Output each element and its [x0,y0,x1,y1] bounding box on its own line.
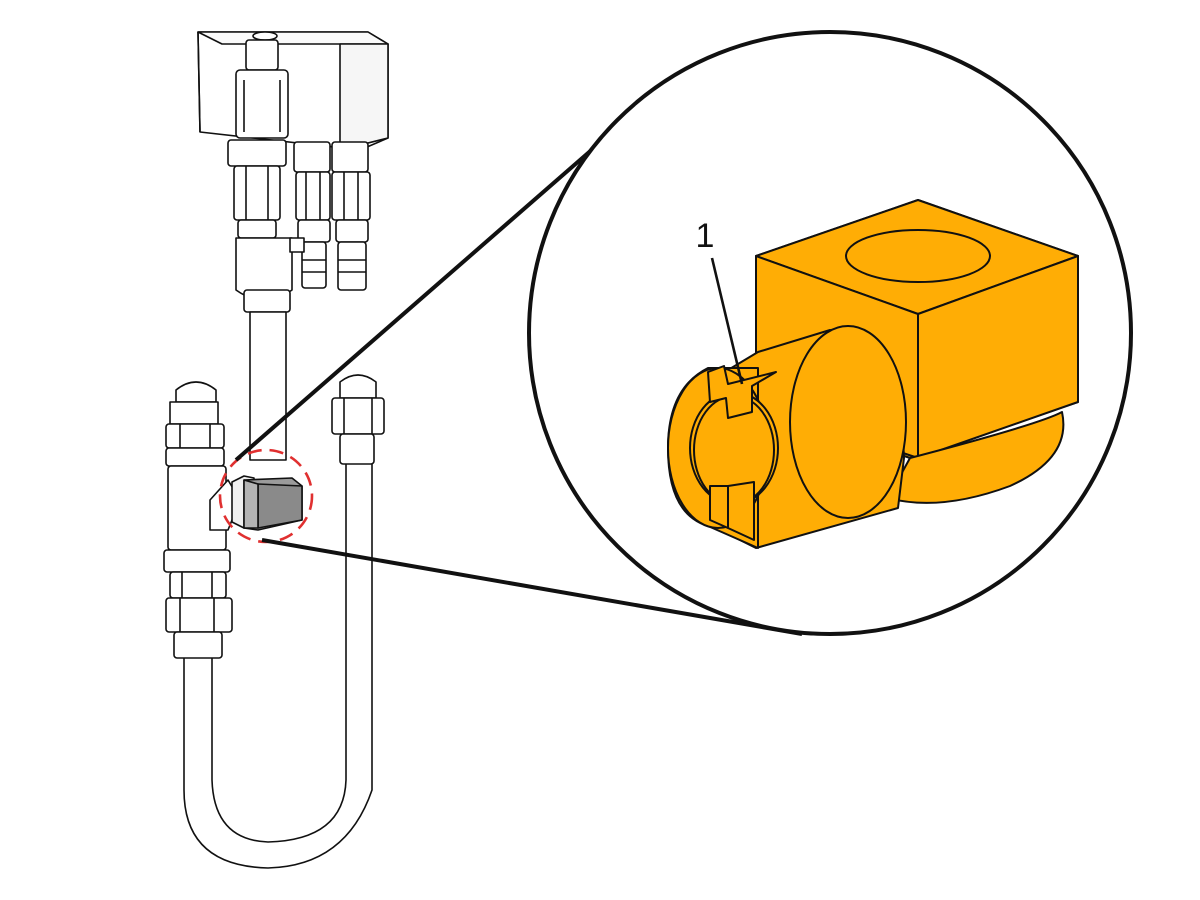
small-clip [289,237,305,253]
right-flare-fitting [331,374,385,465]
connector-on-tee [231,475,303,531]
magnifier-leader-lines [234,104,803,636]
enlarged-connector [667,199,1079,549]
right-fitting [331,141,371,291]
callout-1-label: 1 [696,217,715,255]
tee-fitting [163,381,241,659]
callout-1: 1 [696,217,744,385]
middle-fitting [293,141,331,289]
u-shaped-tube [183,464,373,869]
manifold-block [197,31,389,151]
valve-assembly [163,31,389,869]
down-tube [249,311,287,461]
upper-stem [235,39,289,139]
left-fitting-column [227,139,293,313]
